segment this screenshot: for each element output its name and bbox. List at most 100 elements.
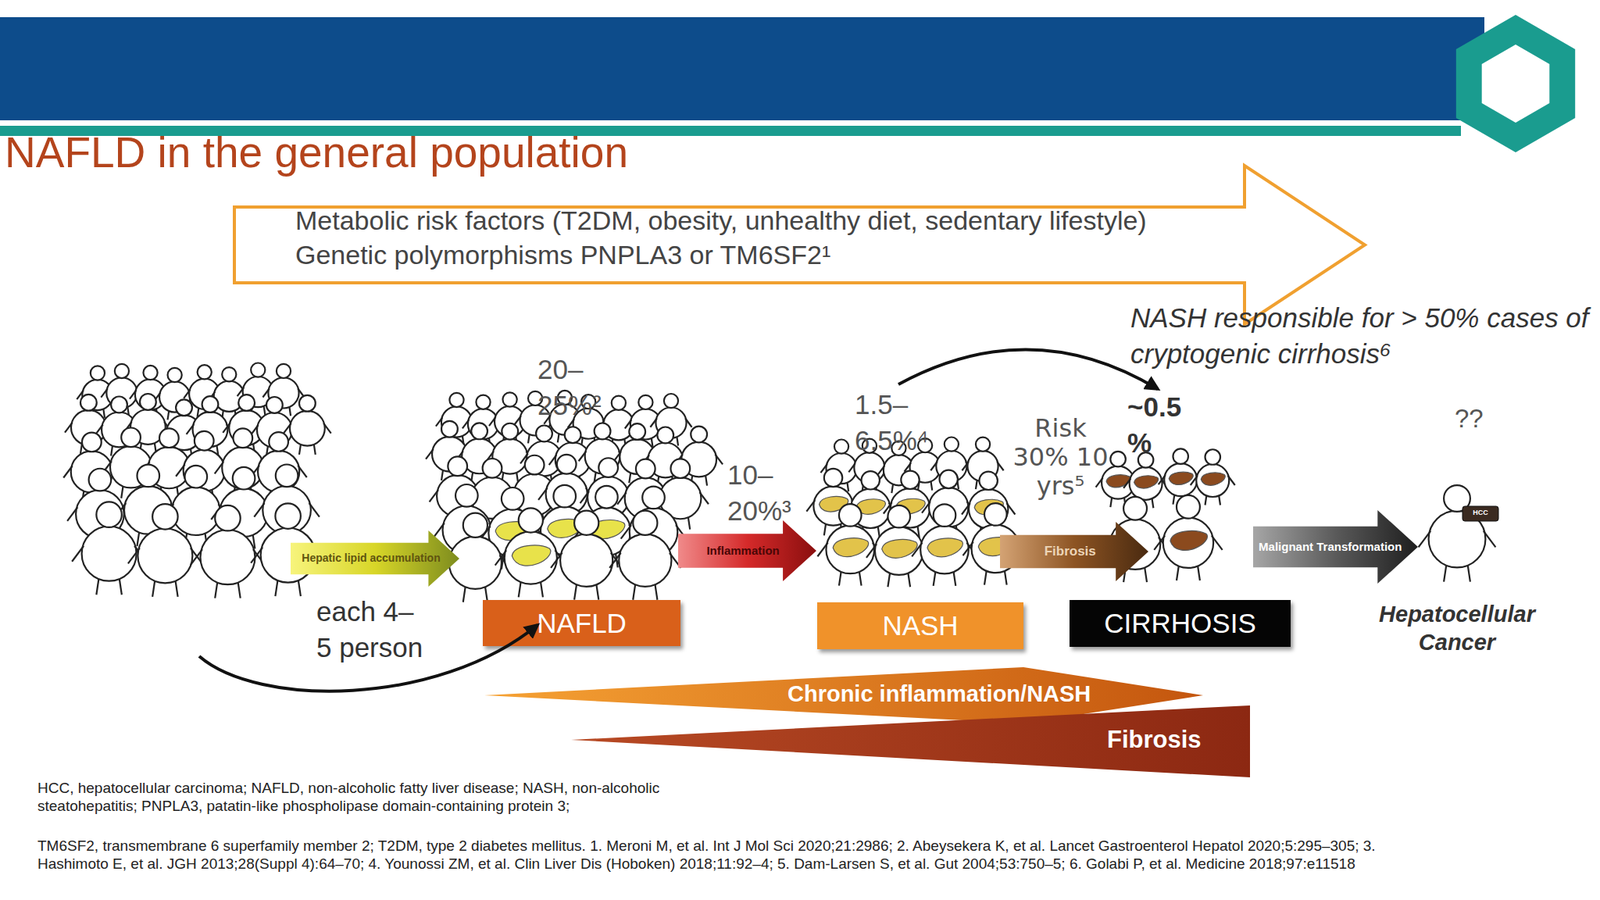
figure-head xyxy=(266,396,283,414)
figure-head xyxy=(275,503,301,529)
unknown-label: ?? xyxy=(1454,402,1475,436)
liver-icon xyxy=(1134,475,1159,489)
stage-box: NASH xyxy=(817,602,1024,650)
stick-figure xyxy=(283,395,332,455)
liver-icon xyxy=(511,545,551,566)
figure-head xyxy=(553,485,576,508)
figure-head xyxy=(197,364,212,379)
figure-arm xyxy=(323,423,332,434)
figure-head xyxy=(635,459,656,479)
figure-body xyxy=(171,486,221,536)
figure-body xyxy=(289,410,325,447)
figure-arm xyxy=(183,389,190,399)
figure-head xyxy=(525,455,545,475)
figure-arm xyxy=(996,461,1004,471)
figure-arm xyxy=(1190,475,1198,486)
figure-head xyxy=(501,423,518,440)
liver-icon xyxy=(927,538,963,558)
figure-body xyxy=(200,529,255,585)
figure-body xyxy=(928,487,968,527)
node-label: Hepatic lipid accumulation xyxy=(292,542,450,575)
figure-head xyxy=(96,501,122,528)
figure-arm xyxy=(1123,478,1131,489)
liver-icon xyxy=(1170,530,1208,550)
figure-head xyxy=(834,439,849,454)
figure-arm xyxy=(848,463,855,472)
stick-figure xyxy=(71,501,147,595)
figure-arm xyxy=(262,388,269,397)
figure-head xyxy=(449,392,464,408)
stick-figure xyxy=(817,503,883,586)
figure-body xyxy=(82,526,137,582)
figure-head xyxy=(984,503,1008,526)
node-label: Malignant Transformation xyxy=(1254,526,1406,568)
figure-head xyxy=(299,395,316,412)
wedge-shape xyxy=(571,705,1250,778)
figure-head xyxy=(441,421,458,438)
footnote: TM6SF2, transmembrane 6 superfamily memb… xyxy=(37,837,1436,874)
figure-arm xyxy=(700,492,709,504)
figure-arm xyxy=(621,525,632,540)
figure-head xyxy=(110,396,128,413)
figure-arm xyxy=(685,418,692,428)
figure-head xyxy=(447,456,468,476)
header-banner xyxy=(0,17,1485,121)
figure-arm xyxy=(190,549,203,565)
stick-figure xyxy=(961,437,1004,490)
figure-head xyxy=(455,484,479,508)
figure-body xyxy=(71,450,113,493)
node-label: NAFLD xyxy=(536,607,627,640)
figure-arm xyxy=(222,422,231,433)
figure-arm xyxy=(878,465,885,475)
figure-body xyxy=(618,534,672,587)
figure-arm xyxy=(1153,535,1165,550)
figure-arm xyxy=(434,522,445,537)
logo-hexagon xyxy=(1456,14,1575,153)
stick-figure xyxy=(650,393,692,447)
curved-arrow xyxy=(898,349,1158,390)
figure-head xyxy=(142,365,158,380)
prevalence-note: each 4–5 person xyxy=(316,593,426,665)
figure-head xyxy=(598,457,618,478)
slide-title: NAFLD in the general population xyxy=(4,127,629,178)
stick-figure xyxy=(128,503,203,597)
callout-note: NASH responsible for > 50% cases of cryp… xyxy=(1130,300,1600,372)
figure-arm xyxy=(549,454,558,465)
percentage-label: 1.5–6.5%⁴ xyxy=(854,386,933,458)
node-label: NASH xyxy=(882,610,958,642)
figure-arm xyxy=(67,507,78,522)
figure-head xyxy=(139,393,157,411)
figure-arm xyxy=(214,461,224,474)
figure-head xyxy=(82,432,102,453)
figure-arm xyxy=(1228,475,1236,486)
figure-head xyxy=(185,465,208,489)
figure-head xyxy=(1110,451,1126,468)
figure-head xyxy=(690,426,708,443)
node-label: Metabolic risk factors (T2DM, obesity, u… xyxy=(295,203,1233,272)
figure-arm xyxy=(650,418,657,428)
trend-wedge: Fibrosis xyxy=(571,705,1251,778)
figure-arm xyxy=(71,546,84,562)
tumour-icon xyxy=(1462,506,1499,522)
arrow-shape xyxy=(234,165,1365,325)
figure-head xyxy=(594,422,611,440)
figure-head xyxy=(202,396,219,413)
stick-figure xyxy=(911,503,978,586)
figure-arm xyxy=(1158,475,1166,485)
risk-factor-arrow: Metabolic risk factors (T2DM, obesity, u… xyxy=(234,165,1365,325)
stick-figure xyxy=(609,510,681,600)
figure-head xyxy=(121,428,141,448)
figure-body xyxy=(262,485,311,535)
figure-arm xyxy=(1007,503,1016,515)
figure-arm xyxy=(297,465,307,478)
figure-head xyxy=(159,428,179,448)
figure-head xyxy=(978,471,997,490)
figure-arm xyxy=(578,450,587,461)
figure-arm xyxy=(866,543,877,558)
liver-icon xyxy=(1200,472,1225,486)
logo-hexagon-inner xyxy=(1482,44,1550,123)
figure-head xyxy=(90,365,105,380)
figure-head xyxy=(268,432,289,452)
figure-body xyxy=(449,536,502,590)
